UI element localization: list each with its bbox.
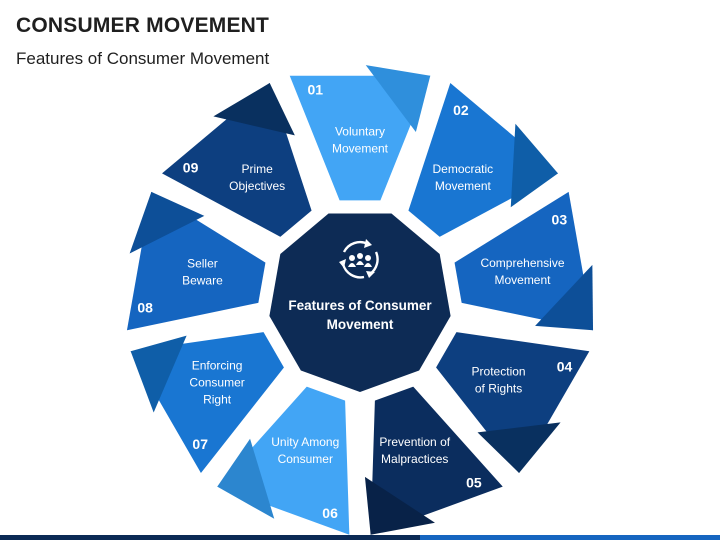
team-cycle-icon — [339, 239, 379, 279]
bottom-accent-light — [420, 535, 720, 540]
segment-label: Enforcing — [192, 359, 243, 373]
segment-label: Seller — [187, 257, 218, 271]
segment-body — [453, 191, 594, 331]
page-subtitle: Features of Consumer Movement — [16, 49, 270, 68]
segment-label: Voluntary — [335, 125, 385, 139]
center-label: Movement — [327, 317, 394, 332]
segment-label: Beware — [182, 274, 223, 288]
segment-label: Democratic — [433, 162, 494, 176]
segment-fold — [129, 191, 205, 254]
segment-label: Right — [203, 393, 232, 407]
segment-number: 09 — [183, 160, 199, 176]
segment-number: 04 — [557, 358, 573, 374]
segments-layer: VoluntaryMovement01DemocraticMovement02C… — [126, 65, 594, 535]
segment-number: 06 — [322, 505, 338, 521]
segment-04: Protection of Rights 04 — [435, 331, 590, 473]
segment-fold — [130, 335, 187, 413]
segment-label: of Rights — [475, 382, 522, 396]
segment-05: Prevention of Malpractices 05 — [364, 385, 503, 535]
segment-number: 03 — [552, 211, 568, 227]
segment-label: Protection — [472, 365, 526, 379]
segment-body — [407, 83, 558, 238]
segment-fold — [213, 83, 295, 136]
segment-label: Objectives — [229, 179, 285, 193]
segment-body — [435, 331, 590, 473]
center-label: Features of Consumer — [288, 298, 432, 313]
segment-fold — [365, 65, 431, 133]
segment-body — [370, 385, 503, 535]
segment-fold — [510, 123, 558, 208]
segment-number: 05 — [466, 474, 482, 490]
segment-label: Unity Among — [271, 435, 339, 449]
bottom-accent-bar — [0, 535, 720, 540]
segment-label: Consumer — [189, 376, 244, 390]
segment-number: 07 — [192, 436, 208, 452]
bottom-accent-dark — [0, 535, 420, 540]
segment-label: Movement — [332, 142, 389, 156]
segment-body — [289, 75, 431, 202]
segment-number: 02 — [453, 102, 469, 118]
segment-label: Prevention of — [379, 435, 450, 449]
segment-label: Malpractices — [381, 452, 448, 466]
segment-fold — [477, 422, 561, 473]
segment-label: Comprehensive — [480, 256, 564, 270]
segment-label: Movement — [435, 179, 492, 193]
segment-fold — [535, 264, 594, 331]
center-nonagon — [269, 213, 451, 392]
segment-label: Prime — [241, 162, 273, 176]
segment-number: 08 — [137, 300, 153, 316]
segment-fold — [364, 476, 435, 535]
segment-fold — [217, 438, 275, 519]
segment-label: Movement — [494, 273, 551, 287]
segment-number: 01 — [308, 82, 324, 98]
page-title: CONSUMER MOVEMENT — [16, 14, 270, 37]
segment-label: Consumer — [278, 452, 333, 466]
